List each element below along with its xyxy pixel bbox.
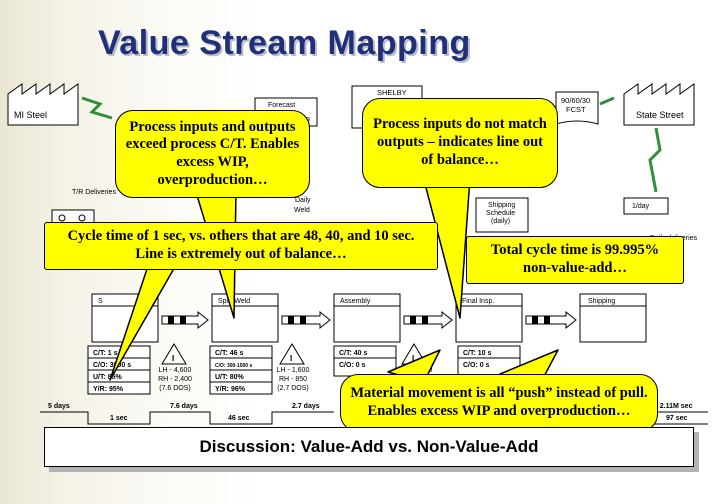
process-name-4: Final Insp. xyxy=(462,298,494,305)
timeline-sec-1: 1 sec xyxy=(110,415,128,422)
co-1: C/O: 3600 s xyxy=(93,362,131,369)
timeline-line xyxy=(40,411,334,425)
inventory-symbol-3: I xyxy=(412,354,414,363)
co-3: C/O: 0 s xyxy=(339,362,366,369)
timeline-day-3: 2.7 days xyxy=(292,403,320,410)
shipping-schedule-doc: Shipping Schedule (daily) xyxy=(475,197,529,233)
customer-forecast-doc: 90/60/30 FCST xyxy=(555,91,599,125)
ct-3: C/T: 40 s xyxy=(339,350,368,357)
supplier-factory: MI Steel xyxy=(7,83,79,126)
ut-1: U/T: 85% xyxy=(93,374,123,381)
yr-2: Y/R: 96% xyxy=(215,386,246,393)
timeline-day-2: 7.6 days xyxy=(170,403,198,410)
ct-1: C/T: 1 s xyxy=(93,350,118,357)
ship-sched-1: Shipping xyxy=(488,202,515,209)
process-name-1: S xyxy=(98,298,103,305)
process-box-2 xyxy=(211,293,279,343)
customer-label: State Street xyxy=(636,110,684,120)
timeline-total-sec: 97 sec xyxy=(666,415,688,422)
process-box-5 xyxy=(579,293,647,343)
inventory-icon-1 xyxy=(161,343,187,365)
fcst-line-1: 90/60/30 xyxy=(561,96,590,105)
frag-weld: Weld xyxy=(294,207,310,214)
slide-title: Value Stream Mapping xyxy=(98,24,471,62)
discussion-footer: Discussion: Value-Add vs. Non-Value-Add xyxy=(44,427,694,467)
process-name-5: Shipping xyxy=(588,298,615,305)
inventory-symbol-2: I xyxy=(290,354,292,363)
yr-1: Y/R: 95% xyxy=(93,386,124,393)
process-box-3 xyxy=(333,293,401,343)
callout-inputs-mismatch: Process inputs do not match outputs – in… xyxy=(362,98,558,188)
timeline-sec-2: 46 sec xyxy=(228,415,250,422)
ship-sched-3: (daily) xyxy=(491,218,510,225)
forecast-label: Forecast xyxy=(268,102,295,109)
process-box-4 xyxy=(455,293,523,343)
timeline-day-1: 5 days xyxy=(48,403,70,410)
supplier-label: MI Steel xyxy=(14,110,47,120)
ct-4: C/T: 10 s xyxy=(463,350,492,357)
co-4: C/O: 0 s xyxy=(463,362,490,369)
ut-2: U/T: 80% xyxy=(215,374,245,381)
fcst-line-2: FCST xyxy=(566,105,586,114)
electronic-info-arrow-left xyxy=(81,96,113,120)
electronic-info-arrow-fcst xyxy=(599,96,615,106)
customer-factory: State Street xyxy=(623,83,695,126)
push-arrows xyxy=(161,310,577,330)
truck-frequency: 1/day xyxy=(632,203,650,210)
inventory-icon-2 xyxy=(279,343,305,365)
callout-cycle-time: Cycle time of 1 sec, vs. others that are… xyxy=(44,222,438,270)
ship-sched-2: Schedule xyxy=(486,210,515,217)
tr-deliveries-label: T/R Deliveries xyxy=(72,189,116,196)
customer-truck: 1/day xyxy=(623,197,669,215)
callout-push-material: Material movement is all “push” instead … xyxy=(340,374,658,432)
callout-process-inputs: Process inputs and outputs exceed proces… xyxy=(115,110,310,198)
process-name-3: Assembly xyxy=(340,298,371,305)
callout-total-cycle: Total cycle time is 99.995% non-value-ad… xyxy=(466,236,684,284)
electronic-info-arrow-right xyxy=(648,127,662,193)
info-arrows xyxy=(81,96,662,193)
co-2: C/O: 300-1500 s xyxy=(215,363,252,369)
ct-2: C/T: 46 s xyxy=(215,350,244,357)
frag-daily: Daily xyxy=(295,197,311,204)
inventory-symbol-1: I xyxy=(172,354,174,363)
control-label: SHELBY xyxy=(377,88,407,97)
timeline-total-days: ys = 2.11M sec xyxy=(644,403,693,410)
